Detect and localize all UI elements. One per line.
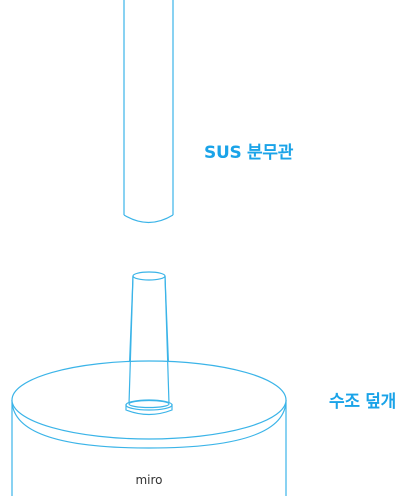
nozzle-top-rim [132, 271, 166, 281]
lid-sides [11, 400, 287, 496]
nozzle-sides [128, 275, 170, 405]
label-tank-lid: 수조 덮개 [329, 392, 396, 412]
sus-spray-pipe [123, 0, 174, 224]
pipe-bottom-curve [123, 214, 174, 224]
label-sus-pipe: SUS 분무관 [204, 143, 294, 163]
collar-inner [128, 399, 170, 409]
nozzle-collar [125, 275, 173, 416]
lid-front-curve [11, 399, 287, 449]
brand-logo: miro [135, 473, 162, 487]
